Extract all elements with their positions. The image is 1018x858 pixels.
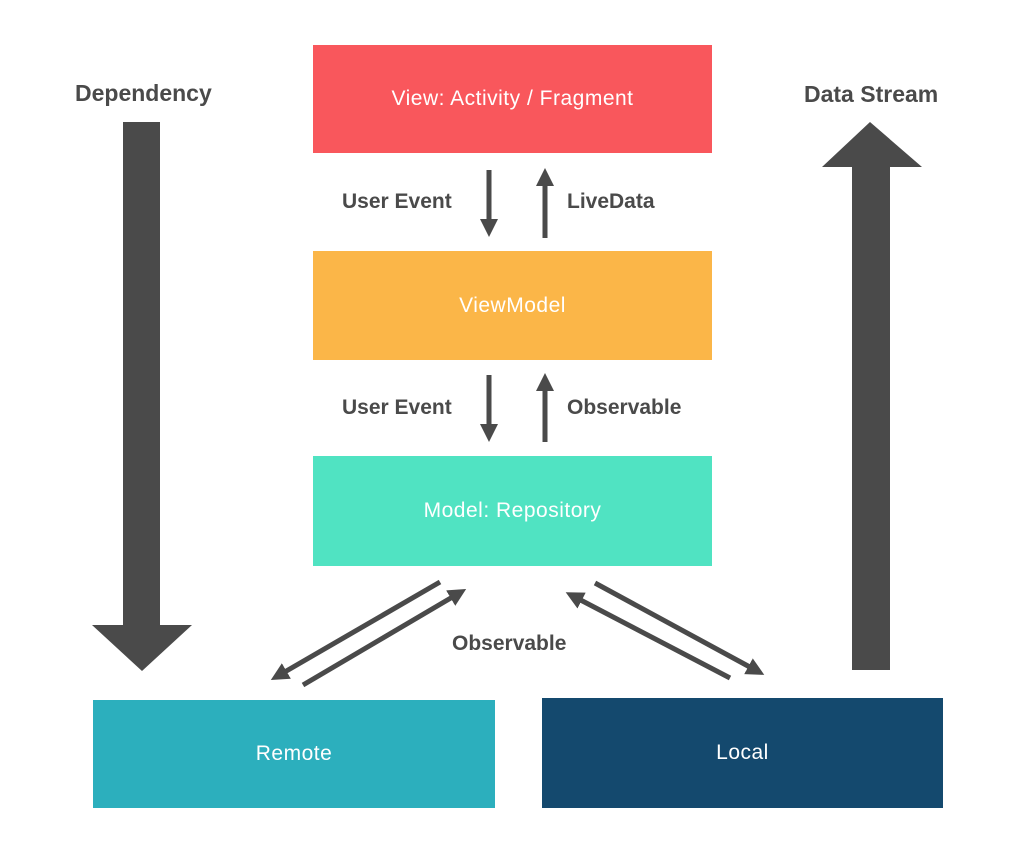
dependency-arrow-down-icon <box>92 122 192 671</box>
model-repository-box: Model: Repository <box>313 456 712 566</box>
observable-label-middle: Observable <box>567 396 682 419</box>
livedata-label: LiveData <box>567 190 655 213</box>
user-event-label-middle: User Event <box>342 396 452 419</box>
remote-box: Remote <box>93 700 495 808</box>
dependency-label: Dependency <box>75 80 212 106</box>
view-box: View: Activity / Fragment <box>313 45 712 153</box>
remote-to-model-arrow-icon <box>301 588 467 688</box>
data-stream-label: Data Stream <box>804 81 939 107</box>
user-event-label-top: User Event <box>342 190 452 213</box>
model-to-remote-arrow-icon <box>270 579 442 681</box>
local-box: Local <box>542 698 943 808</box>
model-repository-box-label: Model: Repository <box>423 499 602 522</box>
view-box-label: View: Activity / Fragment <box>391 87 634 110</box>
local-to-model-arrow-icon <box>565 592 732 681</box>
model-to-local-arrow-icon <box>593 580 765 675</box>
viewmodel-box-label: ViewModel <box>459 293 566 317</box>
viewmodel-box: ViewModel <box>313 251 712 360</box>
data-stream-arrow-up-icon <box>822 122 922 670</box>
local-box-label: Local <box>716 741 769 764</box>
remote-box-label: Remote <box>255 742 333 765</box>
observable-label-bottom: Observable <box>452 632 567 655</box>
